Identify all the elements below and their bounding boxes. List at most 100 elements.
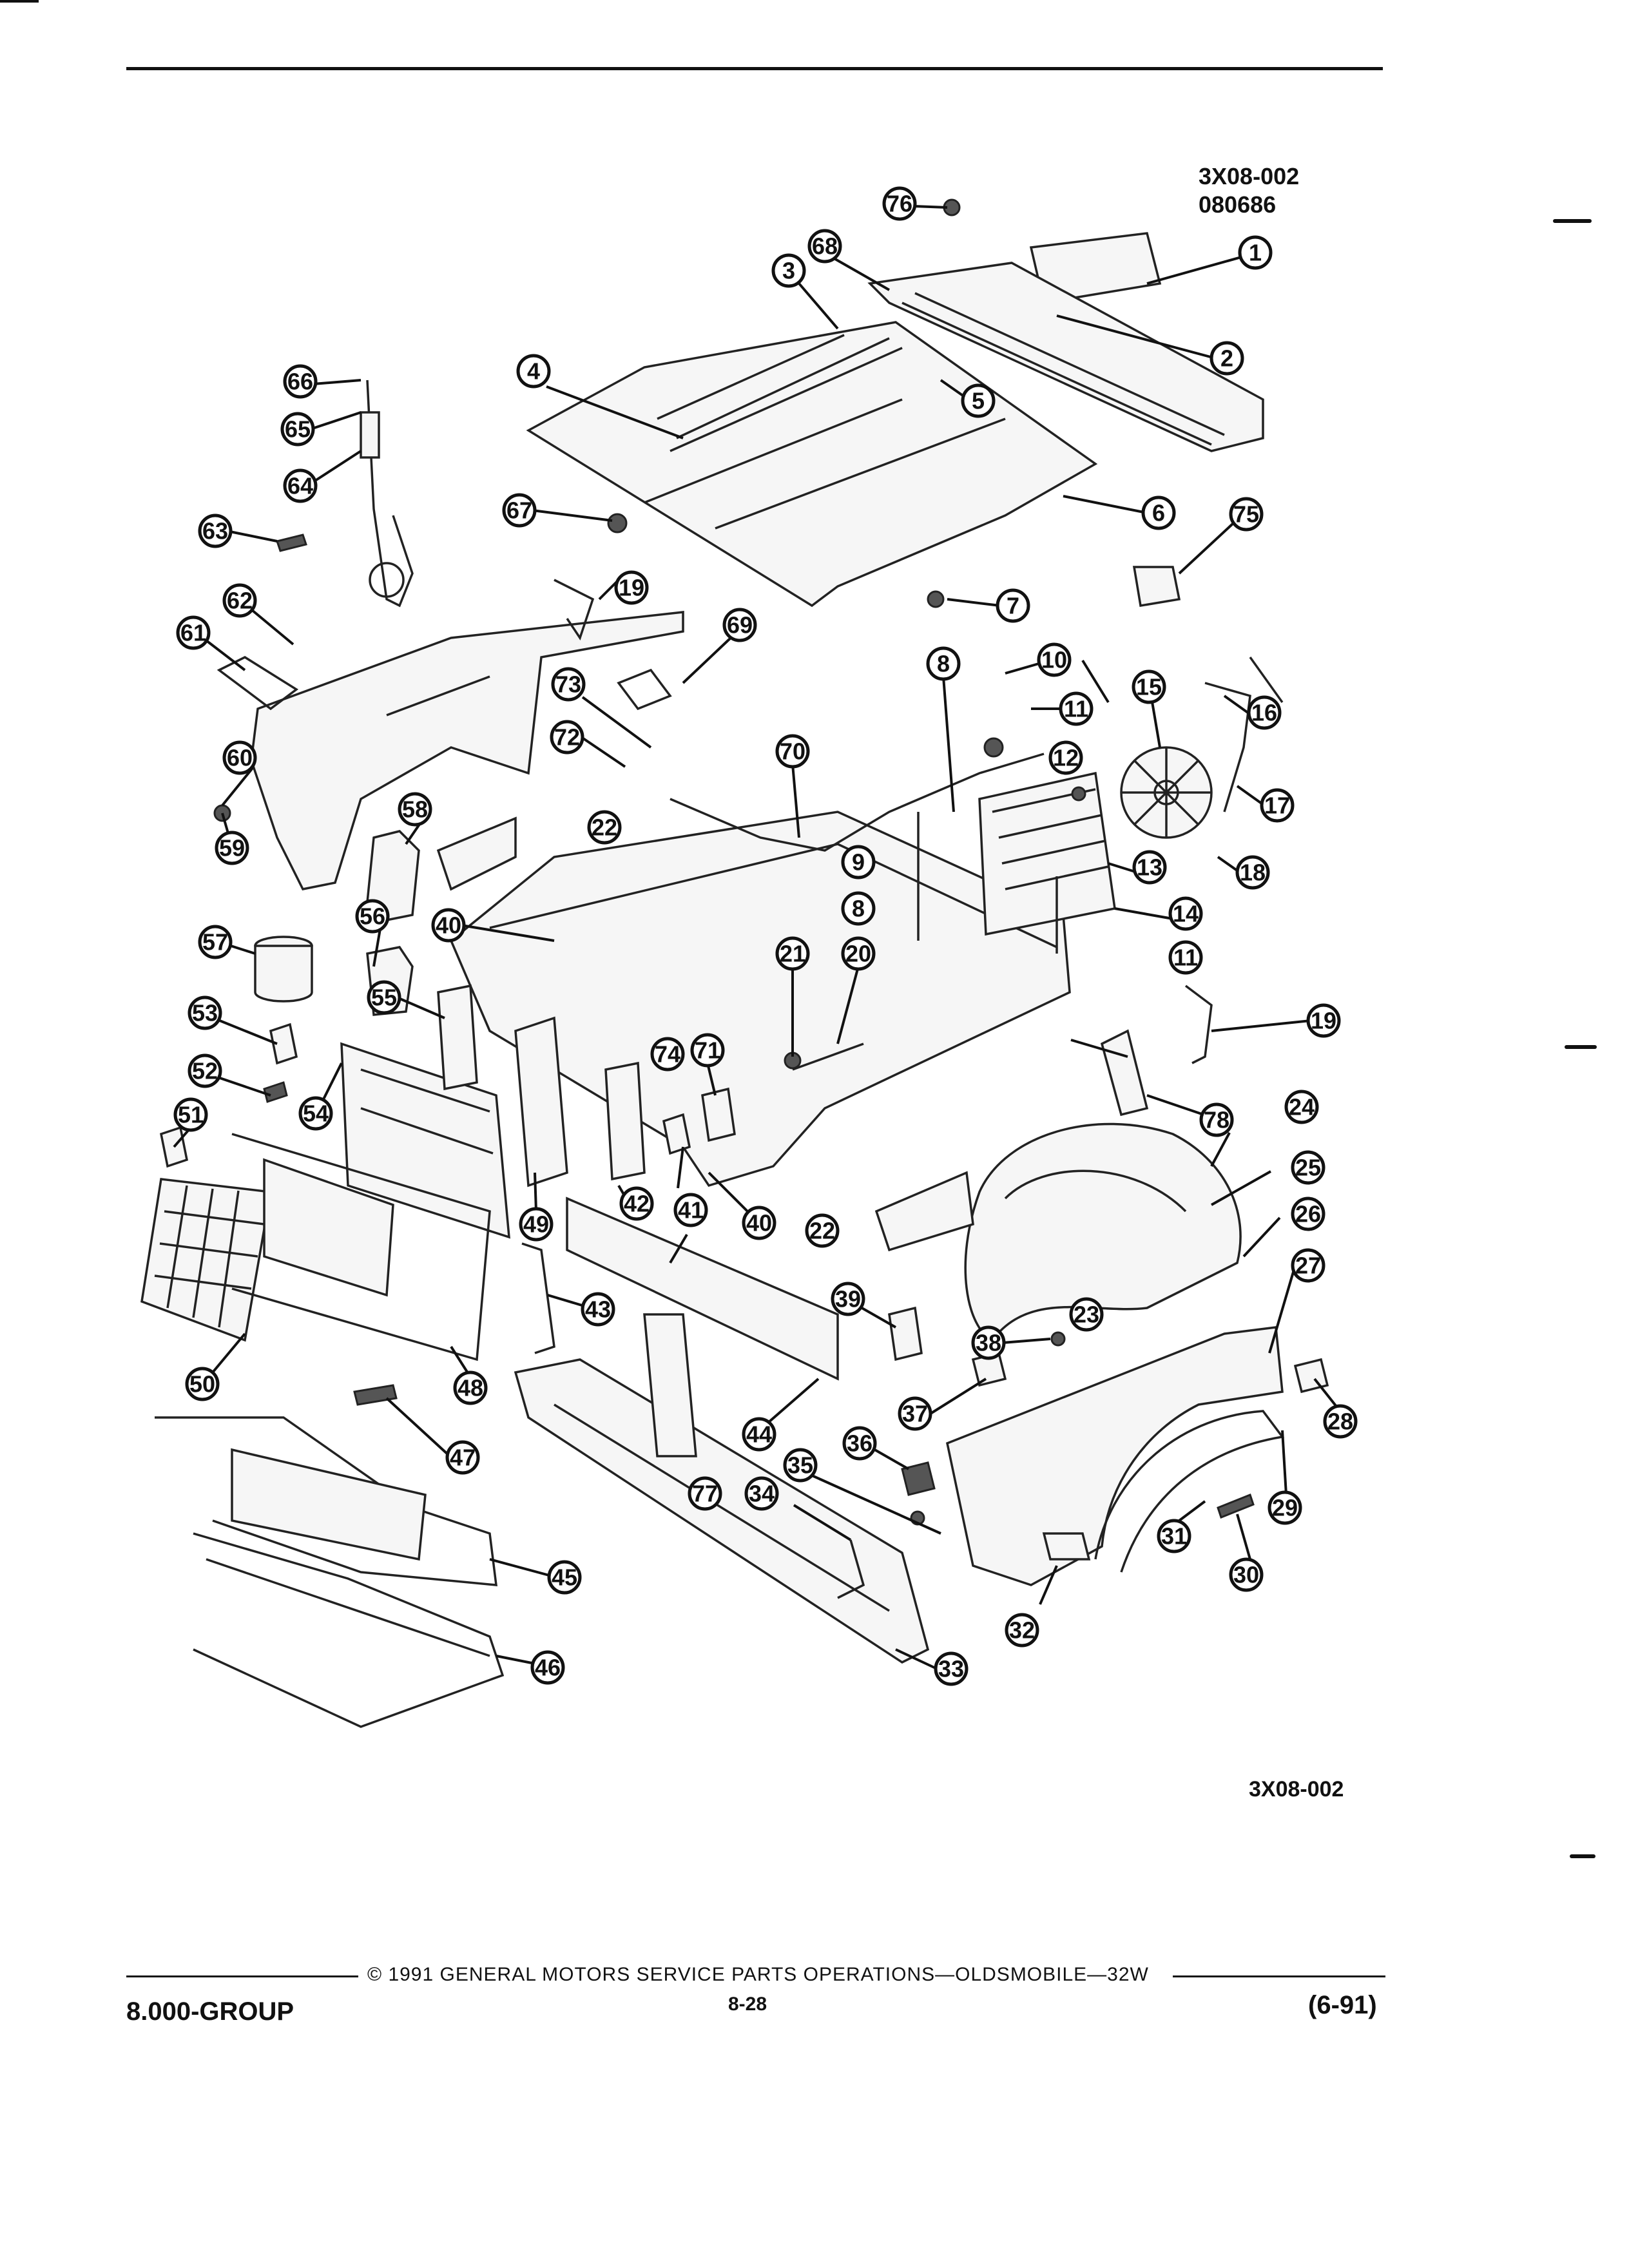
svg-text:36: 36 — [847, 1430, 872, 1457]
callout-72: 72 — [550, 720, 584, 754]
svg-text:3: 3 — [782, 258, 795, 284]
svg-text:13: 13 — [1137, 854, 1162, 881]
callout-32: 32 — [1005, 1613, 1039, 1648]
callout-45: 45 — [547, 1560, 582, 1595]
callout-9: 9 — [841, 845, 876, 879]
callout-30: 30 — [1229, 1557, 1264, 1592]
svg-text:28: 28 — [1327, 1408, 1353, 1435]
callout-59: 59 — [215, 831, 249, 865]
callout-3: 3 — [771, 253, 806, 288]
callout-37: 37 — [898, 1396, 932, 1431]
callout-22: 22 — [587, 810, 622, 845]
svg-text:72: 72 — [554, 724, 580, 751]
callout-53: 53 — [188, 995, 222, 1030]
svg-text:69: 69 — [727, 612, 753, 639]
svg-text:48: 48 — [458, 1375, 483, 1401]
left-fender-and-hinge — [250, 380, 684, 890]
callout-49: 49 — [519, 1207, 554, 1242]
figure-code-block: 3X08-002 080686 — [1199, 162, 1299, 219]
scan-mark — [1553, 219, 1592, 223]
svg-text:41: 41 — [678, 1197, 704, 1224]
callout-10: 10 — [1037, 642, 1072, 677]
callout-34: 34 — [744, 1476, 779, 1511]
svg-text:20: 20 — [845, 941, 871, 967]
svg-text:78: 78 — [1204, 1107, 1229, 1133]
callout-8b: 8 — [841, 891, 876, 926]
callout-73: 73 — [551, 667, 586, 702]
svg-text:59: 59 — [219, 835, 245, 861]
callout-42: 42 — [619, 1186, 654, 1221]
svg-text:11: 11 — [1064, 696, 1088, 722]
svg-text:33: 33 — [938, 1656, 964, 1682]
callout-55: 55 — [367, 980, 401, 1015]
svg-text:25: 25 — [1295, 1155, 1321, 1181]
svg-text:57: 57 — [202, 929, 228, 956]
svg-text:38: 38 — [976, 1330, 1001, 1356]
callout-25: 25 — [1291, 1150, 1325, 1185]
scan-mark — [1570, 1854, 1595, 1858]
svg-text:37: 37 — [902, 1401, 928, 1427]
callout-54: 54 — [298, 1096, 333, 1131]
footer-copyright: © 1991 GENERAL MOTORS SERVICE PARTS OPER… — [367, 1964, 1149, 1985]
callout-36: 36 — [842, 1426, 877, 1461]
callout-2: 2 — [1210, 341, 1244, 376]
callout-71: 71 — [690, 1033, 725, 1068]
footer-group: 8.000-GROUP — [126, 1997, 294, 2026]
svg-text:40: 40 — [746, 1210, 772, 1236]
svg-text:47: 47 — [450, 1445, 476, 1471]
callout-48: 48 — [453, 1370, 488, 1405]
svg-text:45: 45 — [552, 1564, 577, 1591]
callout-41: 41 — [673, 1193, 708, 1227]
callout-11b: 11 — [1168, 940, 1203, 975]
callout-61: 61 — [176, 615, 211, 650]
svg-text:39: 39 — [835, 1286, 861, 1312]
callout-20: 20 — [841, 936, 876, 971]
footer-rule-right — [1173, 1975, 1385, 1977]
callout-22b: 22 — [805, 1213, 840, 1248]
callout-8: 8 — [926, 646, 961, 681]
svg-text:35: 35 — [787, 1452, 813, 1479]
svg-text:77: 77 — [692, 1481, 718, 1507]
svg-text:65: 65 — [285, 416, 311, 443]
svg-text:64: 64 — [287, 473, 313, 499]
callout-12: 12 — [1048, 740, 1083, 775]
callout-60: 60 — [222, 740, 257, 775]
callout-14: 14 — [1168, 896, 1203, 931]
svg-text:29: 29 — [1272, 1495, 1298, 1521]
svg-text:55: 55 — [371, 985, 397, 1011]
callout-57: 57 — [198, 925, 233, 959]
svg-text:73: 73 — [555, 671, 581, 698]
callout-24: 24 — [1284, 1090, 1319, 1124]
footer-rule-left — [126, 1975, 358, 1977]
svg-text:22: 22 — [809, 1218, 835, 1244]
svg-text:42: 42 — [624, 1191, 650, 1217]
callout-6: 6 — [1141, 495, 1176, 530]
callout-64: 64 — [283, 468, 318, 503]
callout-46: 46 — [530, 1650, 565, 1685]
footer-revision-date: (6-91) — [1308, 1991, 1377, 2019]
svg-text:12: 12 — [1053, 745, 1079, 771]
callout-44: 44 — [742, 1417, 776, 1452]
svg-text:62: 62 — [227, 588, 253, 614]
callout-1: 1 — [1238, 235, 1273, 270]
callout-19: 19 — [614, 570, 649, 605]
callout-63: 63 — [198, 514, 233, 548]
callout-40: 40 — [431, 908, 466, 943]
callout-17: 17 — [1260, 788, 1295, 823]
callout-50: 50 — [185, 1367, 220, 1401]
svg-text:66: 66 — [287, 369, 313, 395]
radiator-support-and-core — [340, 656, 1284, 1239]
svg-text:23: 23 — [1074, 1302, 1099, 1328]
svg-text:26: 26 — [1295, 1201, 1321, 1227]
svg-text:54: 54 — [303, 1100, 329, 1127]
svg-text:7: 7 — [1007, 593, 1019, 619]
callout-35: 35 — [783, 1448, 818, 1483]
svg-text:60: 60 — [227, 745, 253, 771]
right-fender-and-liner — [945, 1122, 1329, 1586]
svg-text:22: 22 — [592, 814, 617, 841]
svg-text:19: 19 — [1311, 1008, 1336, 1034]
svg-text:49: 49 — [523, 1211, 549, 1238]
callout-38: 38 — [971, 1325, 1006, 1360]
svg-text:43: 43 — [585, 1296, 611, 1323]
callout-78: 78 — [1199, 1102, 1234, 1137]
